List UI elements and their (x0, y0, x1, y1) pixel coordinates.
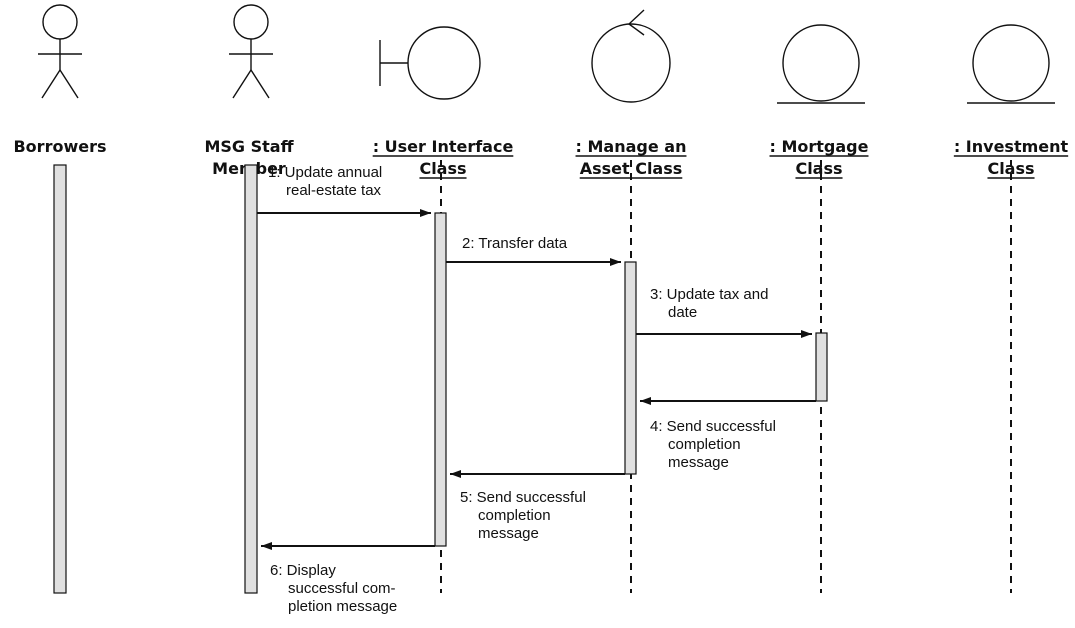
message-label-line: completion (478, 507, 551, 524)
participant-1: Borrowers (13, 4, 107, 156)
arrowhead (261, 542, 272, 550)
participant-name-line: Asset Class (580, 159, 683, 178)
arrowhead (420, 209, 431, 217)
message-label-line: date (668, 304, 697, 321)
lifelines (53, 160, 1012, 594)
arrowhead (801, 330, 812, 338)
message-label-line: 1: Update annual (268, 164, 382, 181)
entity-icon (777, 24, 865, 104)
participant-name-line: Class (987, 159, 1034, 178)
lifeline-bar (53, 164, 67, 594)
entity-icon (967, 24, 1055, 104)
participant-name-line: : Manage an (576, 137, 687, 156)
actor-icon (38, 4, 82, 99)
message-label-line: 4: Send successful (650, 418, 776, 435)
participant-name-line: Borrowers (13, 137, 106, 156)
arrowhead (640, 397, 651, 405)
participant-name-line: Class (795, 159, 842, 178)
message-label-line: message (668, 454, 729, 471)
participants: Borrowers MSG StaffMember : User Interface… (13, 4, 1069, 179)
activation-box (624, 261, 637, 475)
lifeline-bar (244, 164, 258, 594)
participant-4: : Manage an Asset Class (575, 9, 687, 179)
boundary-icon (379, 26, 481, 100)
participant-name-line: : User Interface (373, 137, 514, 156)
participant-name-line: Class (419, 159, 466, 178)
arrowhead (610, 258, 621, 266)
message-label-line: 5: Send successful (460, 489, 586, 506)
arrowhead (450, 470, 461, 478)
participant-2: MSG StaffMember (204, 4, 295, 178)
message-label-line: 6: Display (270, 562, 336, 579)
message-label-line: pletion message (288, 598, 397, 615)
participant-name-line: MSG Staff (204, 137, 294, 156)
message-label-line: successful com- (288, 580, 396, 597)
activation-box (434, 212, 447, 547)
message-2: 2: Transfer data (446, 235, 621, 266)
message-label-line: real-estate tax (286, 182, 382, 199)
actor-icon (229, 4, 273, 99)
participant-name-line: : Mortgage (770, 137, 869, 156)
message-label-line: 2: Transfer data (462, 235, 568, 252)
message-label-line: 3: Update tax and (650, 286, 768, 303)
message-label-line: message (478, 525, 539, 542)
control-icon (591, 9, 671, 103)
message-label-line: completion (668, 436, 741, 453)
participant-name-line: : Investment (954, 137, 1069, 156)
activation-box (815, 332, 828, 402)
